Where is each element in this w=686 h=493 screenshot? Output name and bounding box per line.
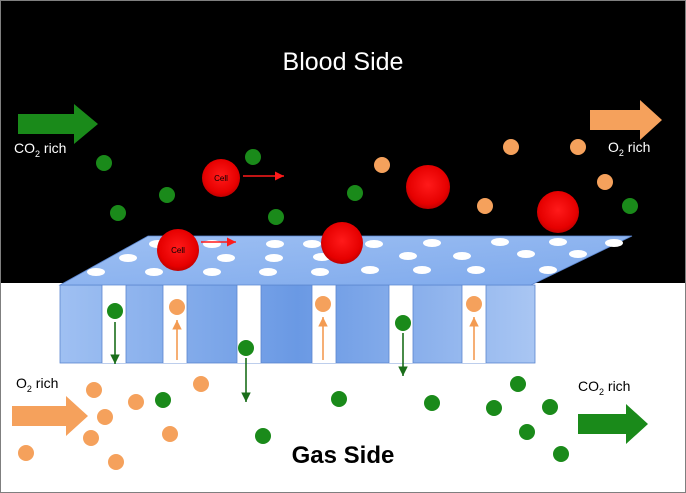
o2-molecule: [83, 430, 99, 446]
o2-molecule: [315, 296, 331, 312]
o2-molecule: [570, 139, 586, 155]
co2-molecule: [486, 400, 502, 416]
co2-molecule: [519, 424, 535, 440]
red-blood-cell: [321, 222, 363, 264]
membrane-pore: [163, 285, 187, 363]
o2-molecule: [466, 296, 482, 312]
blood-side-title: Blood Side: [282, 48, 404, 76]
co2-molecule: [347, 185, 363, 201]
co2-molecule: [110, 205, 126, 221]
o2-molecule: [108, 454, 124, 470]
co2-rich-blood-label: CO2 rich: [14, 140, 67, 159]
co2-molecule: [159, 187, 175, 203]
co2-rich-sub: 2: [599, 386, 605, 397]
o2-rich-prefix: O: [608, 139, 619, 155]
co2-rich-suffix: rich: [604, 378, 631, 394]
o2-rich-gas-label: O2 rich: [16, 375, 59, 394]
o2-molecule: [86, 382, 102, 398]
co2-molecule: [331, 391, 347, 407]
co2-flow-arrow-out: [578, 404, 648, 444]
red-blood-cell: [537, 191, 579, 233]
o2-rich-blood-label: O2 rich: [608, 139, 651, 158]
co2-rich-suffix: rich: [40, 140, 67, 156]
o2-molecule: [477, 198, 493, 214]
o2-flow-arrow-in: [12, 396, 88, 436]
co2-molecule: [268, 209, 284, 225]
co2-flow-arrow-in: [18, 104, 98, 144]
co2-rich-sub: 2: [35, 148, 41, 159]
co2-molecule: [255, 428, 271, 444]
red-blood-cell: [202, 159, 240, 197]
cell-label: Cell: [171, 246, 185, 255]
o2-molecule: [597, 174, 613, 190]
co2-rich-gas-label: CO2 rich: [578, 378, 631, 397]
o2-molecules: [18, 139, 613, 470]
red-blood-cell: [406, 165, 450, 209]
co2-molecule: [96, 155, 112, 171]
o2-rich-sub: 2: [26, 383, 32, 394]
co2-rich-prefix: CO: [14, 140, 35, 156]
co2-molecule: [245, 149, 261, 165]
membrane-columns: [59, 284, 536, 364]
gas-side-title: Gas Side: [291, 442, 395, 469]
o2-molecule: [374, 157, 390, 173]
co2-molecule: [553, 446, 569, 462]
co2-rich-prefix: CO: [578, 378, 599, 394]
o2-molecule: [97, 409, 113, 425]
co2-molecule: [155, 392, 171, 408]
o2-molecule: [18, 445, 34, 461]
o2-rich-suffix: rich: [31, 375, 59, 391]
o2-flow-arrow-out: [590, 100, 662, 140]
membrane-pore: [102, 285, 126, 363]
co2-molecule: [395, 315, 411, 331]
red-blood-cell: [157, 229, 199, 271]
co2-molecule: [622, 198, 638, 214]
co2-molecule: [542, 399, 558, 415]
co2-molecule: [238, 340, 254, 356]
o2-molecule: [128, 394, 144, 410]
cell-label: Cell: [214, 174, 228, 183]
o2-molecule: [169, 299, 185, 315]
co2-molecule: [107, 303, 123, 319]
o2-molecule: [162, 426, 178, 442]
co2-molecule: [424, 395, 440, 411]
o2-rich-sub: 2: [618, 147, 624, 158]
o2-rich-suffix: rich: [623, 139, 651, 155]
o2-molecule: [193, 376, 209, 392]
co2-molecule: [510, 376, 526, 392]
o2-molecule: [503, 139, 519, 155]
o2-rich-prefix: O: [16, 375, 27, 391]
co2-molecules: [96, 149, 638, 462]
